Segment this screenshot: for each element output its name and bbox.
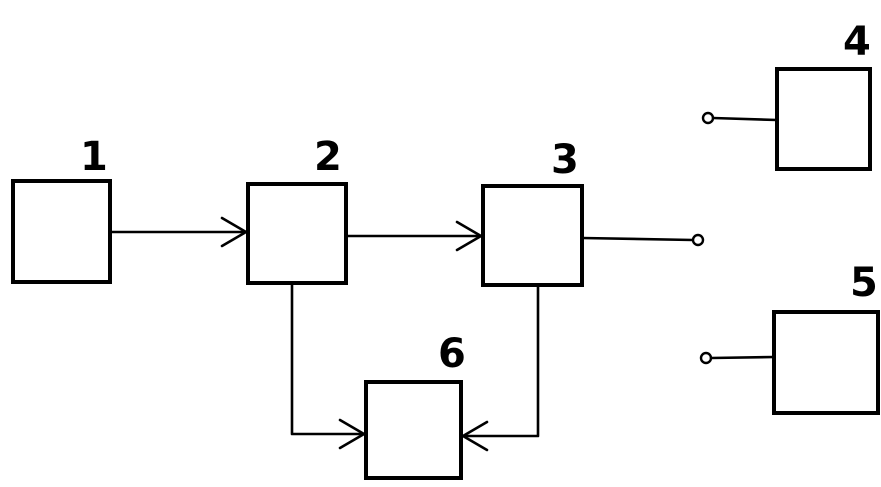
arrowhead <box>338 418 366 450</box>
connector-3-to-output-terminal <box>580 233 705 247</box>
connector-1-to-2 <box>108 216 248 248</box>
input-terminal-5 <box>699 351 713 365</box>
block-4: 4 <box>775 19 872 171</box>
block-6: 6 <box>364 331 466 480</box>
block-3: 3 <box>481 137 584 287</box>
block-5: 5 <box>772 260 880 415</box>
arrowhead <box>455 220 483 252</box>
block-6-label: 6 <box>438 331 466 377</box>
connector-2-to-3 <box>344 220 483 252</box>
connector-2-to-6 <box>290 281 366 450</box>
input-terminal-4 <box>701 111 715 125</box>
arrowhead <box>461 420 489 452</box>
block-4-label: 4 <box>843 19 871 65</box>
arrowhead <box>220 216 248 248</box>
connector-terminal-to-4 <box>701 111 779 125</box>
block-2: 2 <box>246 134 348 285</box>
block-1-label: 1 <box>80 134 108 180</box>
connector-3-to-6 <box>461 283 540 452</box>
block-5-label: 5 <box>850 260 878 306</box>
connector-terminal-to-5 <box>699 351 776 365</box>
block-2-label: 2 <box>314 134 342 180</box>
block-1: 1 <box>11 134 112 284</box>
block-3-label: 3 <box>551 137 579 183</box>
output-terminal <box>691 233 705 247</box>
